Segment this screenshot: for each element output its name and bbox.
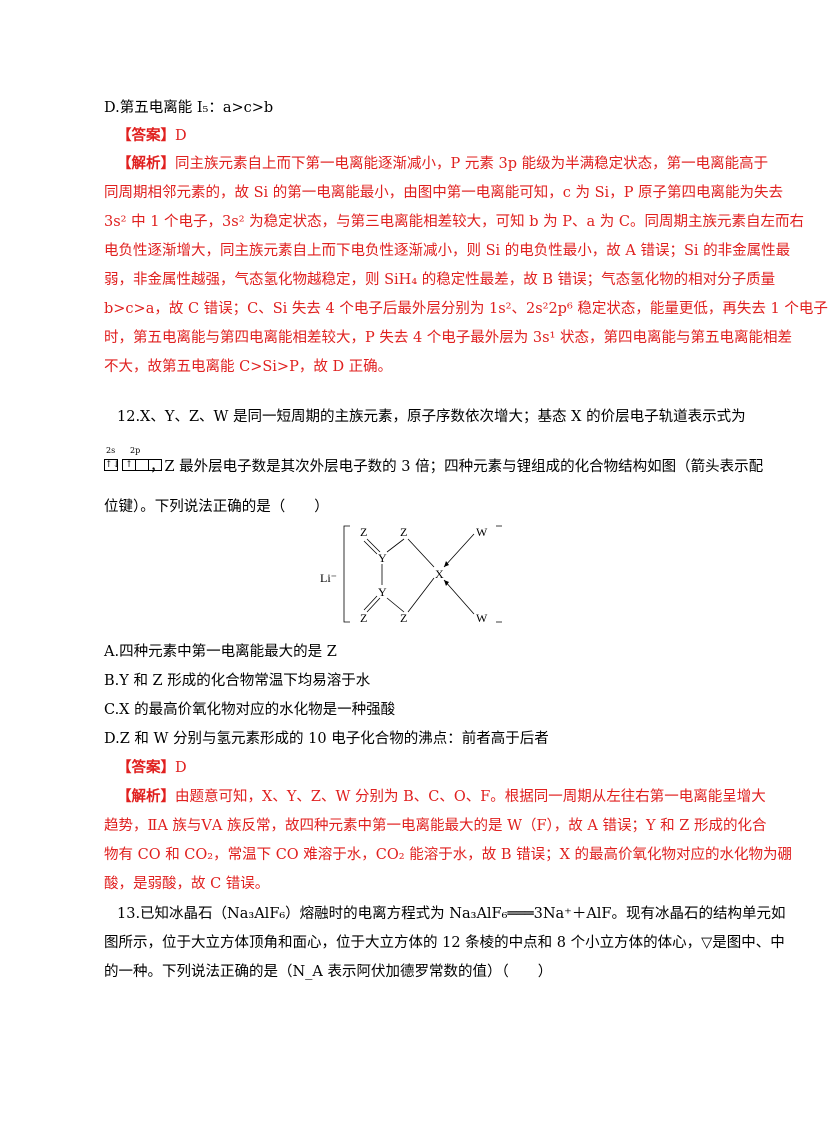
atom-x: X <box>435 567 444 581</box>
atom-y1: Y <box>378 551 387 565</box>
bracket-right <box>496 525 502 623</box>
atom-z4: Z <box>400 611 407 625</box>
document-page: D.第五电离能 I₅：a>c>b 【答案】D 【解析】同主族元素自上而下第一电离… <box>104 100 828 980</box>
q11-answer: 【答案】D <box>117 125 187 147</box>
q12-stem-2: ，Z 最外层电子数是其次外层电子数的 3 倍；四种元素与锂组成的化合物结构如图（… <box>150 459 764 475</box>
q13-line-1: 13.已知冰晶石（Na₃AlF₆）熔融时的电离方程式为 Na₃AlF₆═══3N… <box>117 906 786 922</box>
answer-value: D <box>175 760 187 776</box>
atom-z1: Z <box>360 525 367 539</box>
arrow-head-2 <box>444 580 449 586</box>
q11-analysis-line-5: 弱，非金属性越强，气态氢化物越稳定，则 SiH₄ 的稳定性最差，故 B 错误；气… <box>104 272 776 288</box>
q11-analysis-line-8: 不大，故第五电离能 C>Si>P，故 D 正确。 <box>104 359 393 375</box>
q13-line-3: 的一种。下列说法正确的是（N_A 表示阿伏加德罗常数的值）（ ） <box>104 964 553 980</box>
orbital-box-2p-1: ↑ <box>122 459 136 471</box>
bonds <box>363 533 475 615</box>
q12-option-a: A.四种元素中第一电离能最大的是 Z <box>104 644 337 660</box>
orbital-label-2p: 2p <box>130 446 141 455</box>
q11-analysis-line-4: 电负性逐渐增大，同主族元素自上而下电负性逐渐减小，则 Si 的电负性最小，故 A… <box>104 243 791 259</box>
arrow-head-1 <box>444 561 449 567</box>
answer-tag: 【答案】 <box>117 759 175 776</box>
atom-w2: W <box>476 611 488 625</box>
atom-z3: Z <box>360 611 367 625</box>
q11-analysis-line-6: b>c>a，故 C 错误；C、Si 失去 4 个电子后最外层分别为 1s²、2s… <box>104 301 828 317</box>
orbital-box-2p-3 <box>148 459 162 471</box>
atom-y2: Y <box>378 585 387 599</box>
q11-analysis-line-2: 同周期相邻元素的，故 Si 的第一电离能最小，由图中第一电离能可知，c 为 Si… <box>104 185 784 201</box>
analysis-tag: 【解析】 <box>117 155 175 172</box>
q12-option-c: C.X 的最高价氧化物对应的水化物是一种强酸 <box>104 702 396 718</box>
q12-analysis-line-1: 【解析】由题意可知，X、Y、Z、W 分别为 B、C、O、F。根据同一周期从左往右… <box>117 788 766 805</box>
answer-tag: 【答案】 <box>117 127 175 144</box>
q12-analysis-line-4: 酸，是弱酸，故 C 错误。 <box>104 876 270 892</box>
q12-option-b: B.Y 和 Z 形成的化合物常温下均易溶于水 <box>104 673 371 689</box>
structure-li: Li⁻ <box>320 571 337 585</box>
q11-analysis-line-7: 时，第五电离能与第四电离能相差较大，P 失去 4 个电子最外层为 3s¹ 状态，… <box>104 330 793 346</box>
structure-diagram: Li⁻ Z Z W Y X Y Z Z W <box>320 525 502 625</box>
q12-stem-3: 位键）。下列说法正确的是（ ） <box>104 499 329 515</box>
q13-line-2: 图所示，位于大立方体顶角和面心，位于大立方体的 12 条棱的中点和 8 个小立方… <box>104 935 785 951</box>
bracket-left <box>343 525 350 623</box>
orbital-diagram: 2s 2p ↑↓ ↑ <box>104 446 164 476</box>
q12-answer: 【答案】D <box>117 757 187 779</box>
q12-analysis-line-2: 趋势，ⅡA 族与ⅤA 族反常，故四种元素中第一电离能最大的是 W（F），故 A … <box>104 818 767 834</box>
orbital-box-2p-2 <box>135 459 149 471</box>
q12-option-d: D.Z 和 W 分别与氢元素形成的 10 电子化合物的沸点：前者高于后者 <box>104 731 549 747</box>
q11-analysis-line-1: 【解析】同主族元素自上而下第一电离能逐渐减小，P 元素 3p 能级为半满稳定状态… <box>117 155 769 172</box>
answer-value: D <box>175 128 187 144</box>
q11-option-d: D.第五电离能 I₅：a>c>b <box>104 100 274 116</box>
q12-analysis-line-3: 物有 CO 和 CO₂，常温下 CO 难溶于水，CO₂ 能溶于水，故 B 错误；… <box>104 847 793 863</box>
q12-stem-1: 12.X、Y、Z、W 是同一短周期的主族元素，原子序数依次增大；基态 X 的价层… <box>117 409 746 425</box>
atom-z2: Z <box>400 525 407 539</box>
atom-w1: W <box>476 525 488 539</box>
q11-analysis-line-3: 3s² 中 1 个电子，3s² 为稳定状态，与第三电离能相差较大，可知 b 为 … <box>104 214 804 230</box>
orbital-label-2s: 2s <box>106 446 116 455</box>
analysis-tag: 【解析】 <box>117 788 175 805</box>
orbital-box-2s: ↑↓ <box>104 459 121 471</box>
